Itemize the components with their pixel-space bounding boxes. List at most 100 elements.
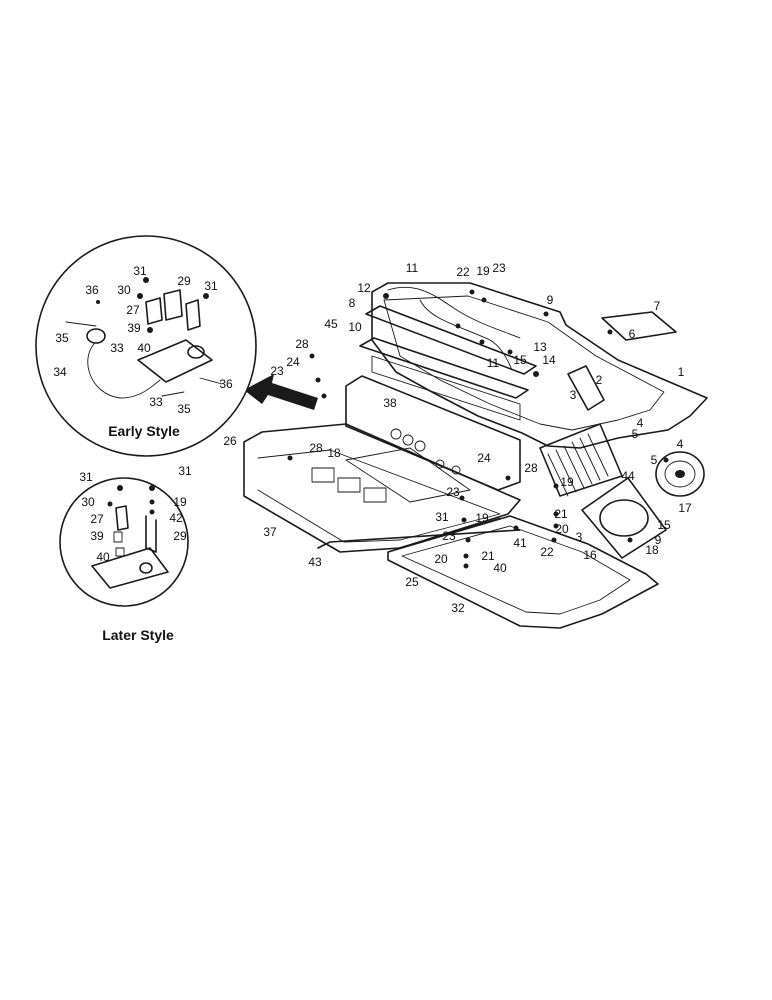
callout-28: 28 bbox=[309, 441, 323, 455]
callout-26: 26 bbox=[223, 434, 237, 448]
callout-23: 23 bbox=[442, 529, 456, 543]
callout-40: 40 bbox=[96, 550, 110, 564]
callout-39: 39 bbox=[90, 529, 104, 543]
callout-2: 2 bbox=[596, 373, 603, 387]
callout-35: 35 bbox=[177, 402, 191, 416]
callout-27: 27 bbox=[126, 303, 140, 317]
arrow-icon bbox=[244, 374, 318, 410]
callout-17: 17 bbox=[678, 501, 692, 515]
channel-8 bbox=[365, 305, 537, 375]
callout-5: 5 bbox=[632, 427, 639, 441]
callout-22: 22 bbox=[456, 265, 470, 279]
callout-42: 42 bbox=[169, 511, 183, 525]
wire-harness bbox=[387, 286, 521, 339]
callout-20: 20 bbox=[555, 522, 569, 536]
later-style-label: Later Style bbox=[102, 627, 174, 643]
bracket-2 bbox=[567, 365, 605, 411]
callout-9: 9 bbox=[655, 533, 662, 547]
callout-39: 39 bbox=[127, 321, 141, 335]
callout-8: 8 bbox=[349, 296, 356, 310]
callout-23: 23 bbox=[270, 364, 284, 378]
callout-21: 21 bbox=[481, 549, 495, 563]
callout-1: 1 bbox=[678, 365, 685, 379]
callout-28: 28 bbox=[524, 461, 538, 475]
panel-38 bbox=[345, 375, 521, 491]
callout-7: 7 bbox=[654, 299, 661, 313]
callout-21: 21 bbox=[554, 507, 568, 521]
callout-30: 30 bbox=[117, 283, 131, 297]
callout-33: 33 bbox=[149, 395, 163, 409]
callout-4: 4 bbox=[677, 437, 684, 451]
mount-plate-16 bbox=[581, 477, 667, 559]
callout-24: 24 bbox=[286, 355, 300, 369]
callout-4: 4 bbox=[637, 416, 644, 430]
callout-3: 3 bbox=[576, 530, 583, 544]
callout-5: 5 bbox=[651, 453, 658, 467]
early-style-label: Early Style bbox=[108, 423, 180, 439]
callout-35: 35 bbox=[55, 331, 69, 345]
roof-panel bbox=[371, 282, 708, 449]
callout-23: 23 bbox=[446, 485, 460, 499]
callout-18: 18 bbox=[645, 543, 659, 557]
callout-32: 32 bbox=[451, 601, 465, 615]
channel-10 bbox=[359, 337, 529, 399]
callout-33: 33 bbox=[110, 341, 124, 355]
callout-19: 19 bbox=[173, 495, 187, 509]
callout-31: 31 bbox=[178, 464, 192, 478]
early-style-inset: Early Style bbox=[35, 235, 257, 457]
callout-11: 11 bbox=[406, 261, 419, 275]
callout-3: 3 bbox=[570, 388, 577, 402]
callout-6: 6 bbox=[629, 327, 636, 341]
callout-19: 19 bbox=[476, 264, 490, 278]
fasteners bbox=[287, 289, 669, 569]
floor-panel-37 bbox=[243, 423, 521, 553]
callout-37: 37 bbox=[263, 525, 277, 539]
floor-panel-32 bbox=[387, 515, 659, 629]
callout-15: 15 bbox=[513, 353, 527, 367]
callout-29: 29 bbox=[173, 529, 187, 543]
callout-19: 19 bbox=[475, 511, 489, 525]
callout-41: 41 bbox=[513, 536, 527, 550]
callout-23: 23 bbox=[492, 261, 506, 275]
callout-29: 29 bbox=[177, 274, 191, 288]
main-assembly bbox=[243, 282, 708, 629]
callout-30: 30 bbox=[81, 495, 95, 509]
callout-40: 40 bbox=[137, 341, 151, 355]
gauge-cluster bbox=[390, 428, 461, 475]
callout-22: 22 bbox=[540, 545, 554, 559]
callout-14: 14 bbox=[542, 353, 556, 367]
callout-25: 25 bbox=[405, 575, 419, 589]
callout-16: 16 bbox=[583, 548, 597, 562]
later-style-inset: Later Style bbox=[59, 477, 189, 643]
callout-31: 31 bbox=[435, 510, 449, 524]
callout-9: 9 bbox=[547, 293, 554, 307]
callout-13: 13 bbox=[533, 340, 547, 354]
callout-18: 18 bbox=[327, 446, 341, 460]
plate-7 bbox=[601, 311, 677, 341]
callout-34: 34 bbox=[53, 365, 67, 379]
callout-28: 28 bbox=[295, 337, 309, 351]
callout-45: 45 bbox=[324, 317, 338, 331]
callout-10: 10 bbox=[348, 320, 362, 334]
callout-36: 36 bbox=[219, 377, 233, 391]
callout-15: 15 bbox=[657, 518, 671, 532]
callout-19: 19 bbox=[560, 475, 574, 489]
callout-31: 31 bbox=[204, 279, 218, 293]
callout-44: 44 bbox=[621, 469, 635, 483]
speaker-17 bbox=[655, 451, 705, 497]
callout-31: 31 bbox=[133, 264, 147, 278]
rod-43 bbox=[317, 529, 521, 549]
callout-43: 43 bbox=[308, 555, 322, 569]
callout-12: 12 bbox=[357, 281, 371, 295]
callout-27: 27 bbox=[90, 512, 104, 526]
callout-31: 31 bbox=[79, 470, 93, 484]
vent-grille bbox=[539, 423, 623, 497]
callout-36: 36 bbox=[85, 283, 99, 297]
callout-24: 24 bbox=[477, 451, 491, 465]
callout-20: 20 bbox=[434, 552, 448, 566]
callout-11: 11 bbox=[487, 356, 500, 370]
callout-40: 40 bbox=[493, 561, 507, 575]
callout-38: 38 bbox=[383, 396, 397, 410]
